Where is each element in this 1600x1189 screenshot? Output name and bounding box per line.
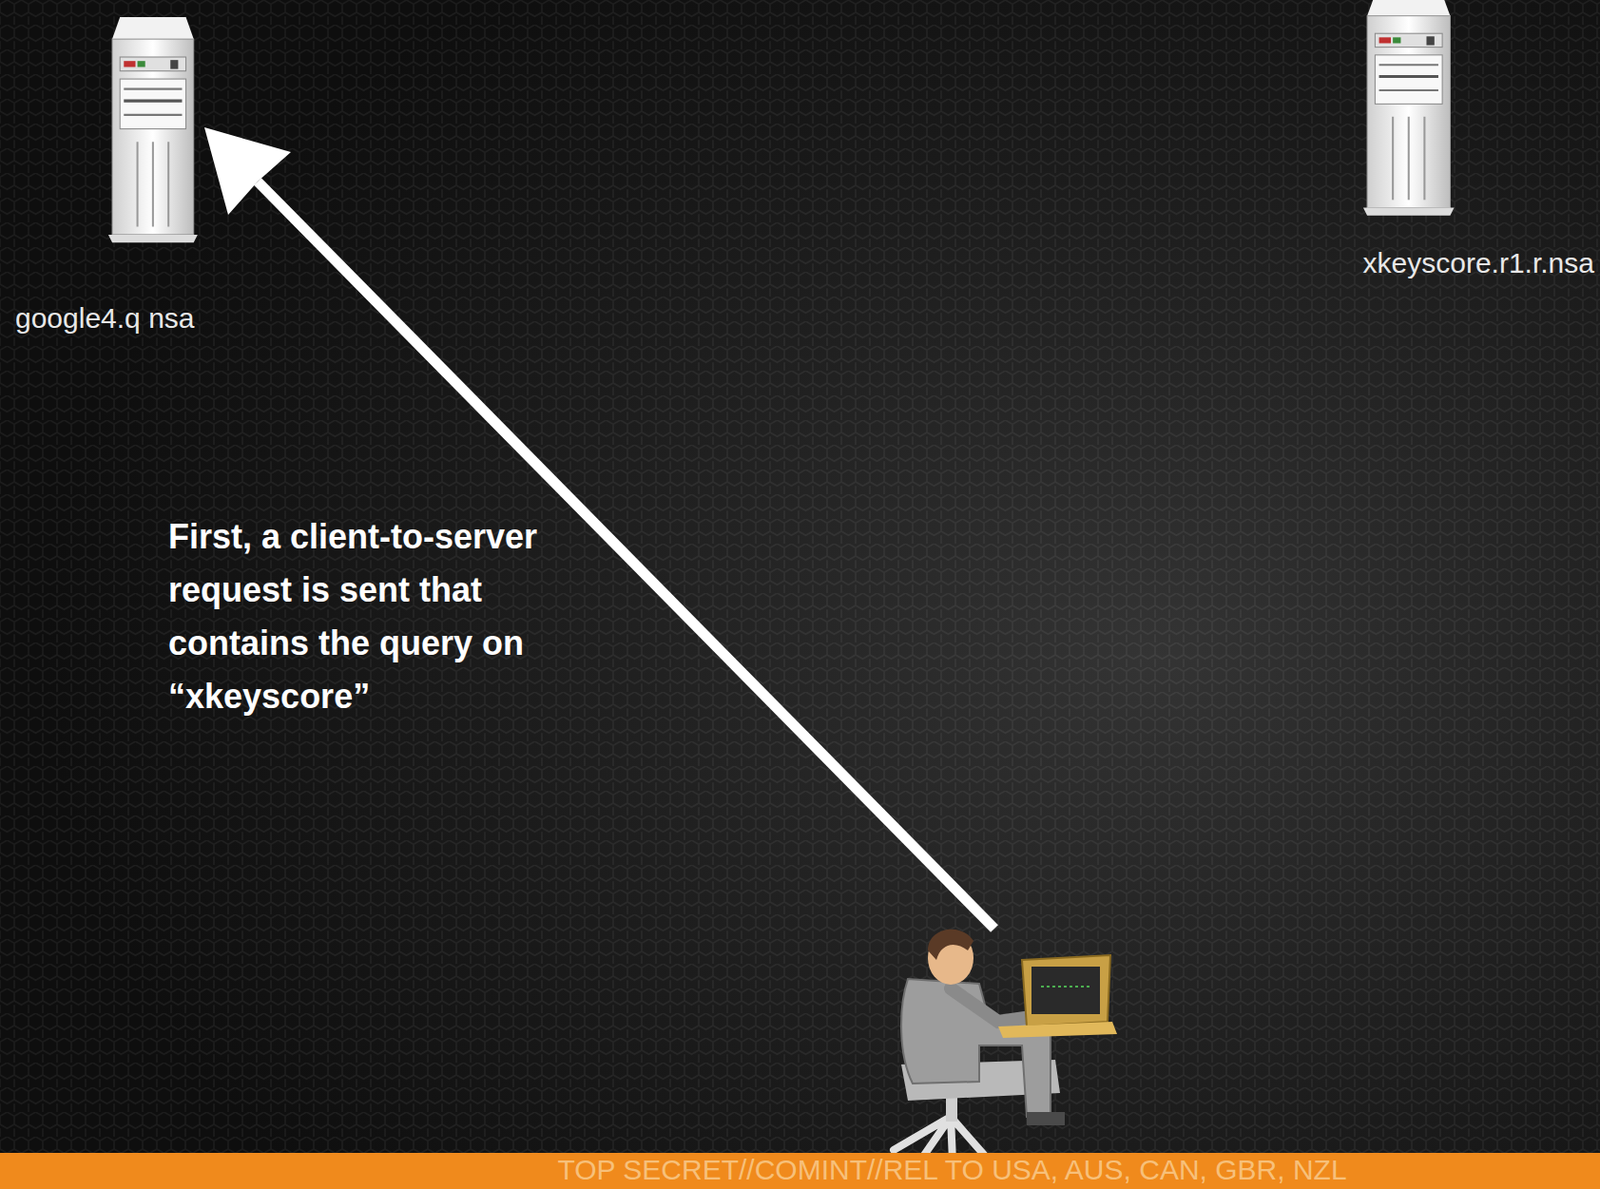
server-node: xkeyscore.r1.r.nsa [1359,0,1595,284]
server-node: google4.q nsa [15,15,199,339]
server-name: xkeyscore.r1.r.nsa [1363,247,1595,280]
classification-marking: TOP SECRET//COMINT//REL TO USA, AUS, CAN… [557,1154,1347,1187]
callout-text: First, a client-to-server request is sen… [168,510,549,724]
server-name: google4.q nsa [15,302,195,335]
